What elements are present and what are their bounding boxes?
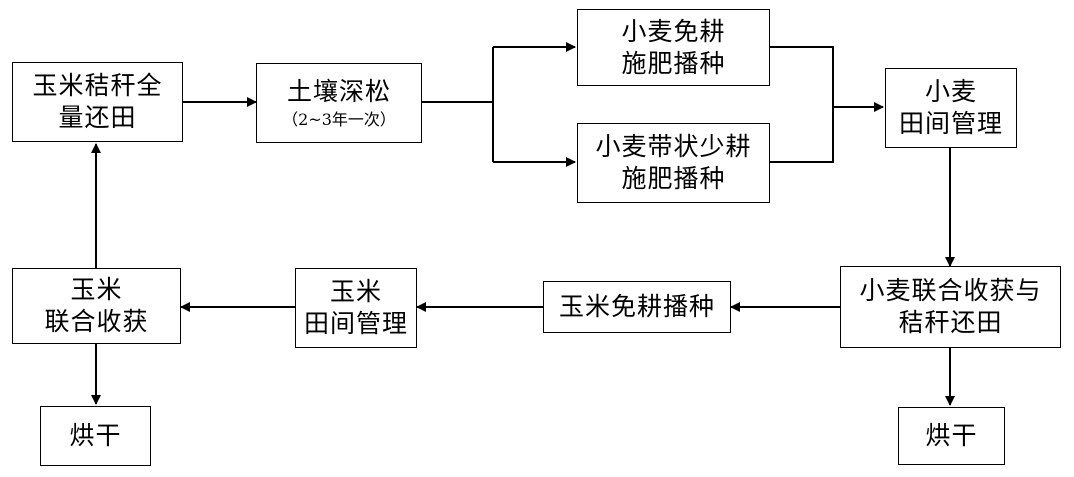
connector-wheat-notill-merge: [770, 46, 834, 107]
node-straw-return-line2: 量还田: [58, 103, 137, 132]
node-maize-harvest-line1: 玉米: [70, 275, 123, 304]
node-wheat-field-mgmt: 小麦 田间管理: [885, 68, 1017, 148]
node-wheat-strip-line2: 施肥播种: [621, 164, 726, 193]
node-wheat-drying: 烘干: [898, 407, 1005, 465]
node-subsoiling-label: 土壤深松: [286, 77, 391, 106]
node-wheat-harvest: 小麦联合收获与 秸秆还田: [840, 266, 1061, 348]
node-wheat-strip-line1: 小麦带状少耕: [595, 132, 752, 161]
node-maize-harvest-line2: 联合收获: [44, 307, 149, 336]
node-wheat-drying-label: 烘干: [925, 421, 978, 450]
node-maize-drying: 烘干: [40, 406, 151, 466]
node-maize-field-mgmt-line1: 玉米: [329, 277, 382, 306]
node-maize-notill: 玉米免耕播种: [543, 281, 731, 333]
connector-wheat-strip-merge: [770, 107, 834, 163]
node-wheat-harvest-line1: 小麦联合收获与: [859, 276, 1042, 305]
node-wheat-field-mgmt-line2: 田间管理: [898, 109, 1003, 138]
node-wheat-field-mgmt-line1: 小麦: [924, 77, 977, 106]
node-wheat-notill-line2: 施肥播种: [621, 48, 726, 78]
node-wheat-notill: 小麦免耕 施肥播种: [577, 9, 770, 86]
node-wheat-notill-line1: 小麦免耕: [621, 16, 726, 46]
node-straw-return: 玉米秸秆全 量还田: [12, 62, 183, 142]
node-maize-field-mgmt: 玉米 田间管理: [295, 268, 417, 348]
node-subsoiling: 土壤深松 （2~3年一次）: [256, 63, 422, 143]
node-wheat-harvest-line2: 秸秆还田: [898, 308, 1003, 337]
node-wheat-strip: 小麦带状少耕 施肥播种: [577, 123, 770, 203]
node-maize-field-mgmt-line2: 田间管理: [303, 309, 408, 338]
node-maize-drying-label: 烘干: [69, 421, 122, 450]
node-maize-notill-label: 玉米免耕播种: [558, 292, 715, 321]
node-subsoiling-note: （2~3年一次）: [282, 110, 396, 129]
node-straw-return-line1: 玉米秸秆全: [32, 71, 163, 100]
node-maize-harvest: 玉米 联合收获: [12, 268, 181, 344]
